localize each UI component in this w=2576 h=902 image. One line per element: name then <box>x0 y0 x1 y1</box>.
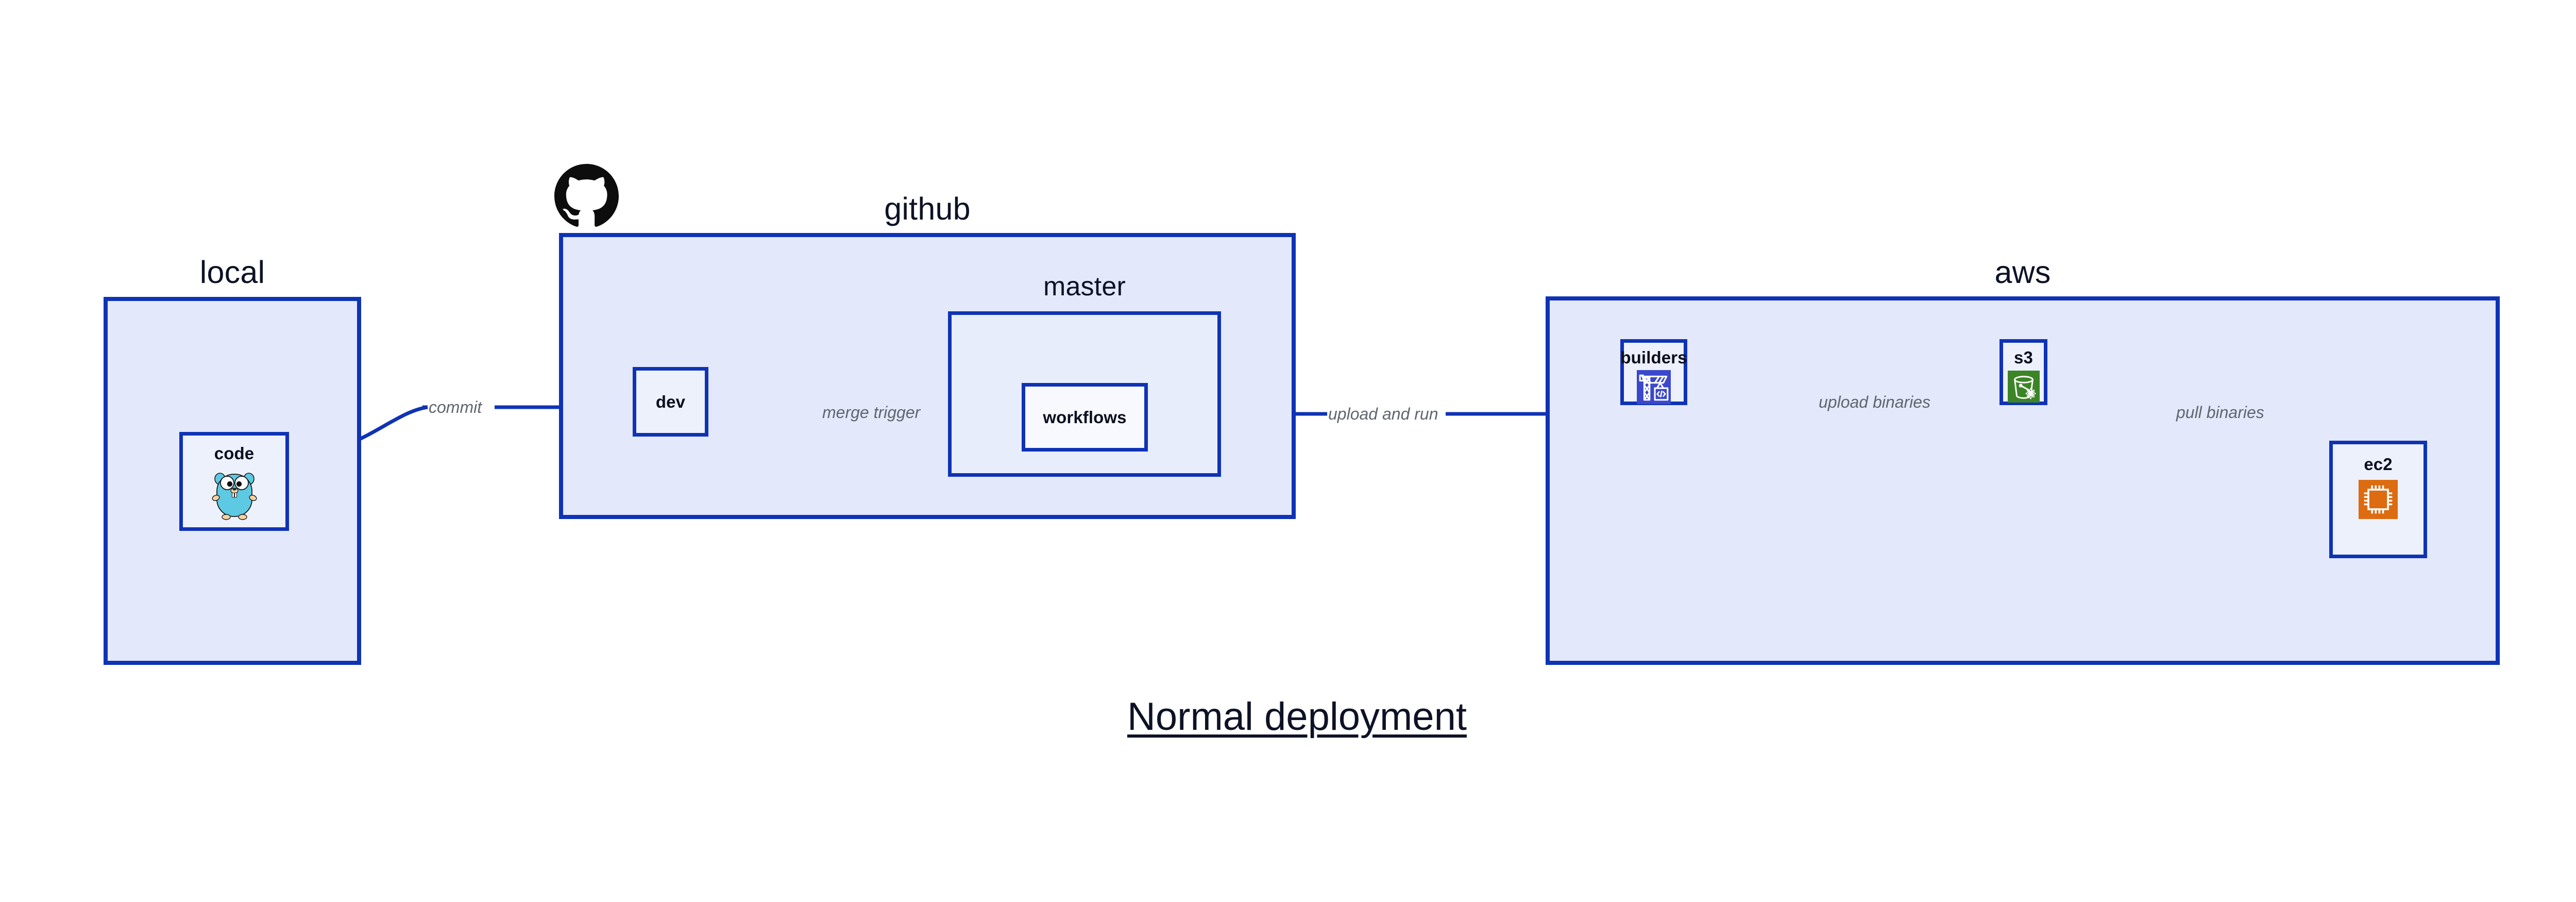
node-label-s3: s3 <box>2014 348 2033 367</box>
node-s3[interactable]: s3 <box>1999 339 2047 405</box>
node-builders[interactable]: builders <box>1620 339 1687 405</box>
group-label-local: local <box>199 255 265 290</box>
go-gopher-icon <box>210 467 259 523</box>
group-label-github: github <box>884 191 971 226</box>
github-octocat-icon <box>554 164 619 228</box>
node-code[interactable]: code <box>179 432 289 531</box>
edge-label-pull-binaries: pull binaries <box>2176 403 2264 422</box>
diagram-title: Normal deployment <box>1127 695 1467 739</box>
node-workflows[interactable]: workflows <box>1022 383 1148 452</box>
node-label-dev: dev <box>655 392 686 411</box>
node-label-ec2: ec2 <box>2364 455 2393 474</box>
edge-label-commit: commit <box>429 398 482 416</box>
group-label-master: master <box>1043 272 1126 302</box>
aws-ec2-chip-icon <box>2359 480 2398 522</box>
edge-label-upload-binaries: upload binaries <box>1819 393 1931 411</box>
edge-label-merge-trigger: merge trigger <box>822 403 921 422</box>
node-ec2[interactable]: ec2 <box>2329 441 2427 558</box>
node-dev[interactable]: dev <box>633 367 708 437</box>
aws-s3-bucket-icon <box>2007 371 2040 405</box>
group-label-aws: aws <box>1994 255 2051 290</box>
node-label-code: code <box>214 444 255 463</box>
node-label-workflows: workflows <box>1043 408 1127 427</box>
edge-label-upload-and-run: upload and run <box>1328 405 1438 423</box>
node-label-builders: builders <box>1620 348 1687 367</box>
aws-codebuild-crane-icon <box>1637 370 1671 407</box>
